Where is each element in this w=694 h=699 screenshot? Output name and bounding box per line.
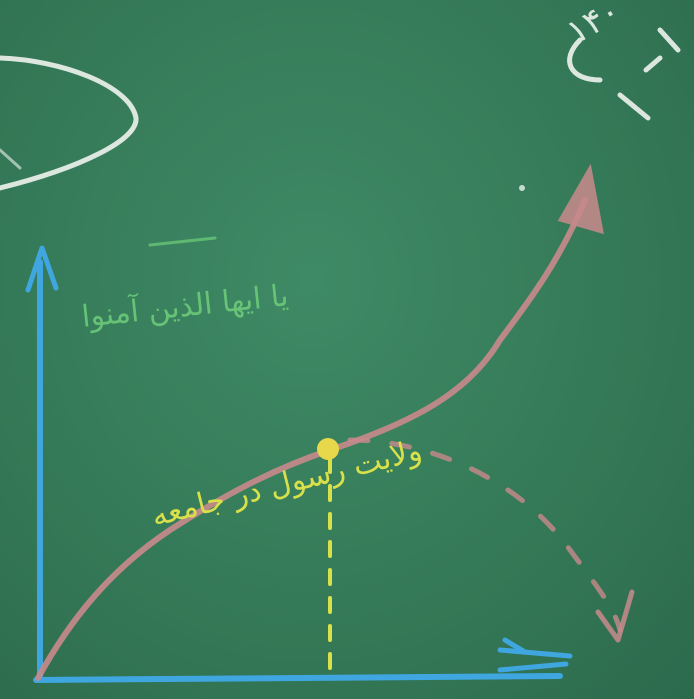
white-chalk-marks <box>567 27 681 121</box>
decline-dashed-curve <box>347 437 623 633</box>
white-ellipse-tick <box>0 148 22 170</box>
x-axis-arrowhead <box>497 637 573 673</box>
decline-arrowhead <box>595 589 635 643</box>
growth-curve-arrowhead <box>557 163 604 235</box>
green-text-overline <box>148 236 217 247</box>
chalk-speck <box>519 185 525 191</box>
inflection-point <box>317 438 339 460</box>
white-ellipse-stroke <box>0 55 139 191</box>
y-axis-arrowhead <box>25 245 59 293</box>
growth-curve <box>35 197 588 681</box>
x-axis <box>33 673 563 683</box>
